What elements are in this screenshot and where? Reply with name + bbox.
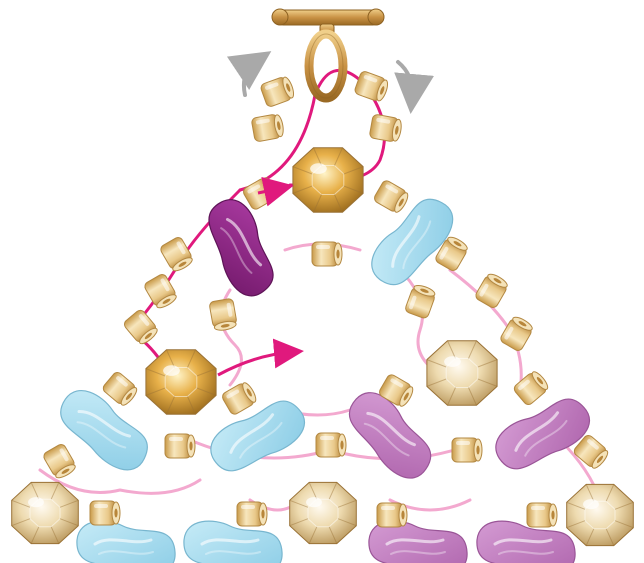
leaf-bead xyxy=(77,521,175,563)
leaf-bead xyxy=(203,385,313,487)
seed-bead xyxy=(90,501,120,525)
leaf-bead xyxy=(184,521,282,563)
leaf-bead xyxy=(477,521,575,563)
seed-bead xyxy=(260,75,296,108)
seed-bead xyxy=(527,503,557,527)
leaf-bead xyxy=(488,383,598,485)
seed-bead xyxy=(512,369,550,407)
seed-bead xyxy=(237,502,267,526)
seed-bead xyxy=(474,271,510,309)
seed-bead xyxy=(165,434,195,458)
counterclockwise-arrow xyxy=(244,60,258,95)
fire-polish-bead xyxy=(567,484,634,545)
seed-bead xyxy=(377,503,407,527)
beads-layer xyxy=(12,70,634,563)
fire-polish-bead xyxy=(290,482,357,543)
toggle-bar xyxy=(276,10,380,25)
fire-polish-bead xyxy=(293,148,363,213)
seed-bead xyxy=(209,298,238,332)
thread-direction-arrow-middle xyxy=(218,352,292,375)
seed-bead xyxy=(143,273,179,311)
seed-bead xyxy=(316,433,346,457)
leaf-bead xyxy=(192,192,289,303)
fire-polish-bead xyxy=(427,341,497,406)
fire-polish-bead xyxy=(146,350,216,415)
seed-bead xyxy=(369,114,403,143)
seed-bead xyxy=(373,179,411,215)
seed-bead xyxy=(354,70,390,103)
seed-bead xyxy=(159,236,195,274)
toggle-bar-end-left xyxy=(272,9,288,25)
clockwise-arrow xyxy=(398,62,412,98)
seed-bead xyxy=(452,438,482,462)
seed-bead xyxy=(221,380,259,416)
seed-bead xyxy=(122,308,160,346)
seed-bead xyxy=(101,370,139,408)
seed-bead xyxy=(312,242,342,266)
toggle-bar-end-right xyxy=(368,9,384,25)
fire-polish-bead xyxy=(12,482,79,543)
seed-bead xyxy=(251,113,285,142)
seed-bead xyxy=(404,283,437,319)
